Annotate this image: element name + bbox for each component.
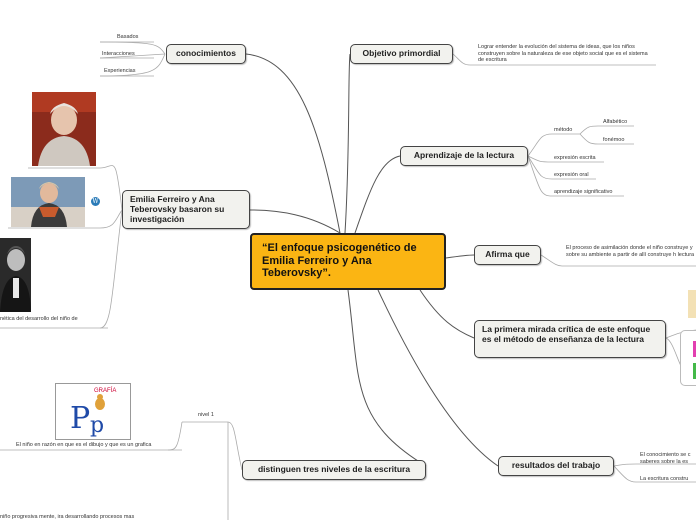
central-topic[interactable]: “El enfoque psicogenético de Emilia Ferr…	[250, 233, 446, 290]
label-interacciones[interactable]: Interacciones	[102, 51, 135, 58]
svg-text:p: p	[90, 413, 104, 438]
label-afirma-text[interactable]: El proceso de asimilación donde el niño …	[566, 245, 696, 258]
label-expresion-escrita[interactable]: expresión escrita	[554, 155, 596, 162]
grafia-label: GRAFÍA	[94, 388, 116, 394]
label-nivel-1-text[interactable]: El niño en razón en que es el dibujo y q…	[16, 442, 151, 449]
label-alfabetico[interactable]: Alfabético	[603, 119, 627, 126]
svg-text:P: P	[70, 401, 90, 436]
label-fonemo[interactable]: fonémoo	[603, 137, 624, 144]
topic-afirma-que[interactable]: Afirma que	[474, 245, 541, 265]
label-objetivo-text[interactable]: Lograr entender la evolución del sistema…	[478, 44, 654, 64]
label-emilia-caption[interactable]: nética del desarrollo del niño de	[0, 316, 78, 323]
label-aprendizaje-significativo[interactable]: aprendizaje significativo	[554, 189, 612, 196]
topic-emilia-ferreiro[interactable]: Emilia Ferreiro y Ana Teberovsky basaron…	[122, 190, 250, 229]
photo-ana-teberovsky	[11, 177, 85, 227]
label-basados[interactable]: Basados	[117, 34, 138, 41]
label-metodo[interactable]: método	[554, 127, 572, 134]
topic-tres-niveles[interactable]: distinguen tres niveles de la escritura	[242, 460, 426, 480]
topic-primera-mirada[interactable]: La primera mirada crítica de este enfoqu…	[474, 320, 666, 358]
topic-aprendizaje-lectura[interactable]: Aprendizaje de la lectura	[400, 146, 528, 166]
label-expresion-oral[interactable]: expresión oral	[554, 172, 589, 179]
topic-objetivo-primordial[interactable]: Objetivo primordial	[350, 44, 453, 64]
image-right-middle	[680, 330, 696, 386]
photo-bw-portrait	[0, 238, 31, 312]
grafia-image: P p GRAFÍA	[55, 383, 131, 440]
label-resultados-1[interactable]: El conocimiento se c saberes sobre la es	[640, 452, 696, 465]
label-experiencias[interactable]: Experiencias	[104, 68, 136, 75]
topic-conocimientos[interactable]: conocimientos	[166, 44, 246, 64]
topic-resultados-trabajo[interactable]: resultados del trabajo	[498, 456, 614, 476]
image-right-top	[688, 290, 696, 318]
label-nivel-1[interactable]: nivel 1	[198, 412, 214, 419]
wordpress-icon[interactable]: W	[91, 197, 100, 206]
label-resultados-2[interactable]: La escritura constru	[640, 476, 688, 483]
photo-emilia-ferreiro	[32, 92, 96, 166]
